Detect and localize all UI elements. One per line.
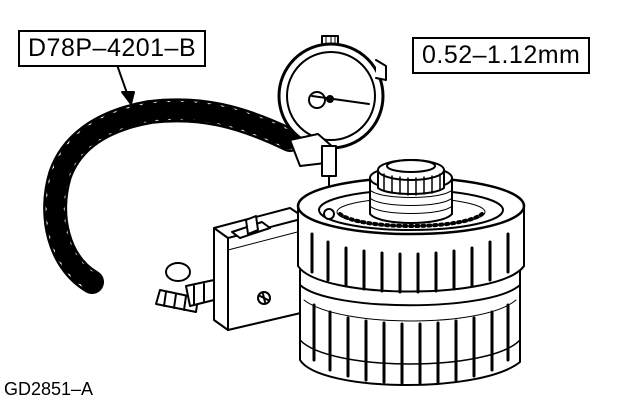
- dial-indicator-icon: [277, 35, 387, 213]
- tool-leader-arrow: [115, 61, 135, 105]
- magnetic-base-icon: [185, 207, 306, 331]
- clutch-drum-icon: [296, 159, 526, 386]
- flexible-arm-icon: [43, 98, 302, 294]
- tool-number-label: D78P–4201–B: [18, 30, 207, 67]
- arm-clamp-knob: [155, 262, 199, 313]
- clearance-spec-label: 0.52–1.12mm: [412, 37, 591, 74]
- figure-id: GD2851–A: [4, 379, 94, 399]
